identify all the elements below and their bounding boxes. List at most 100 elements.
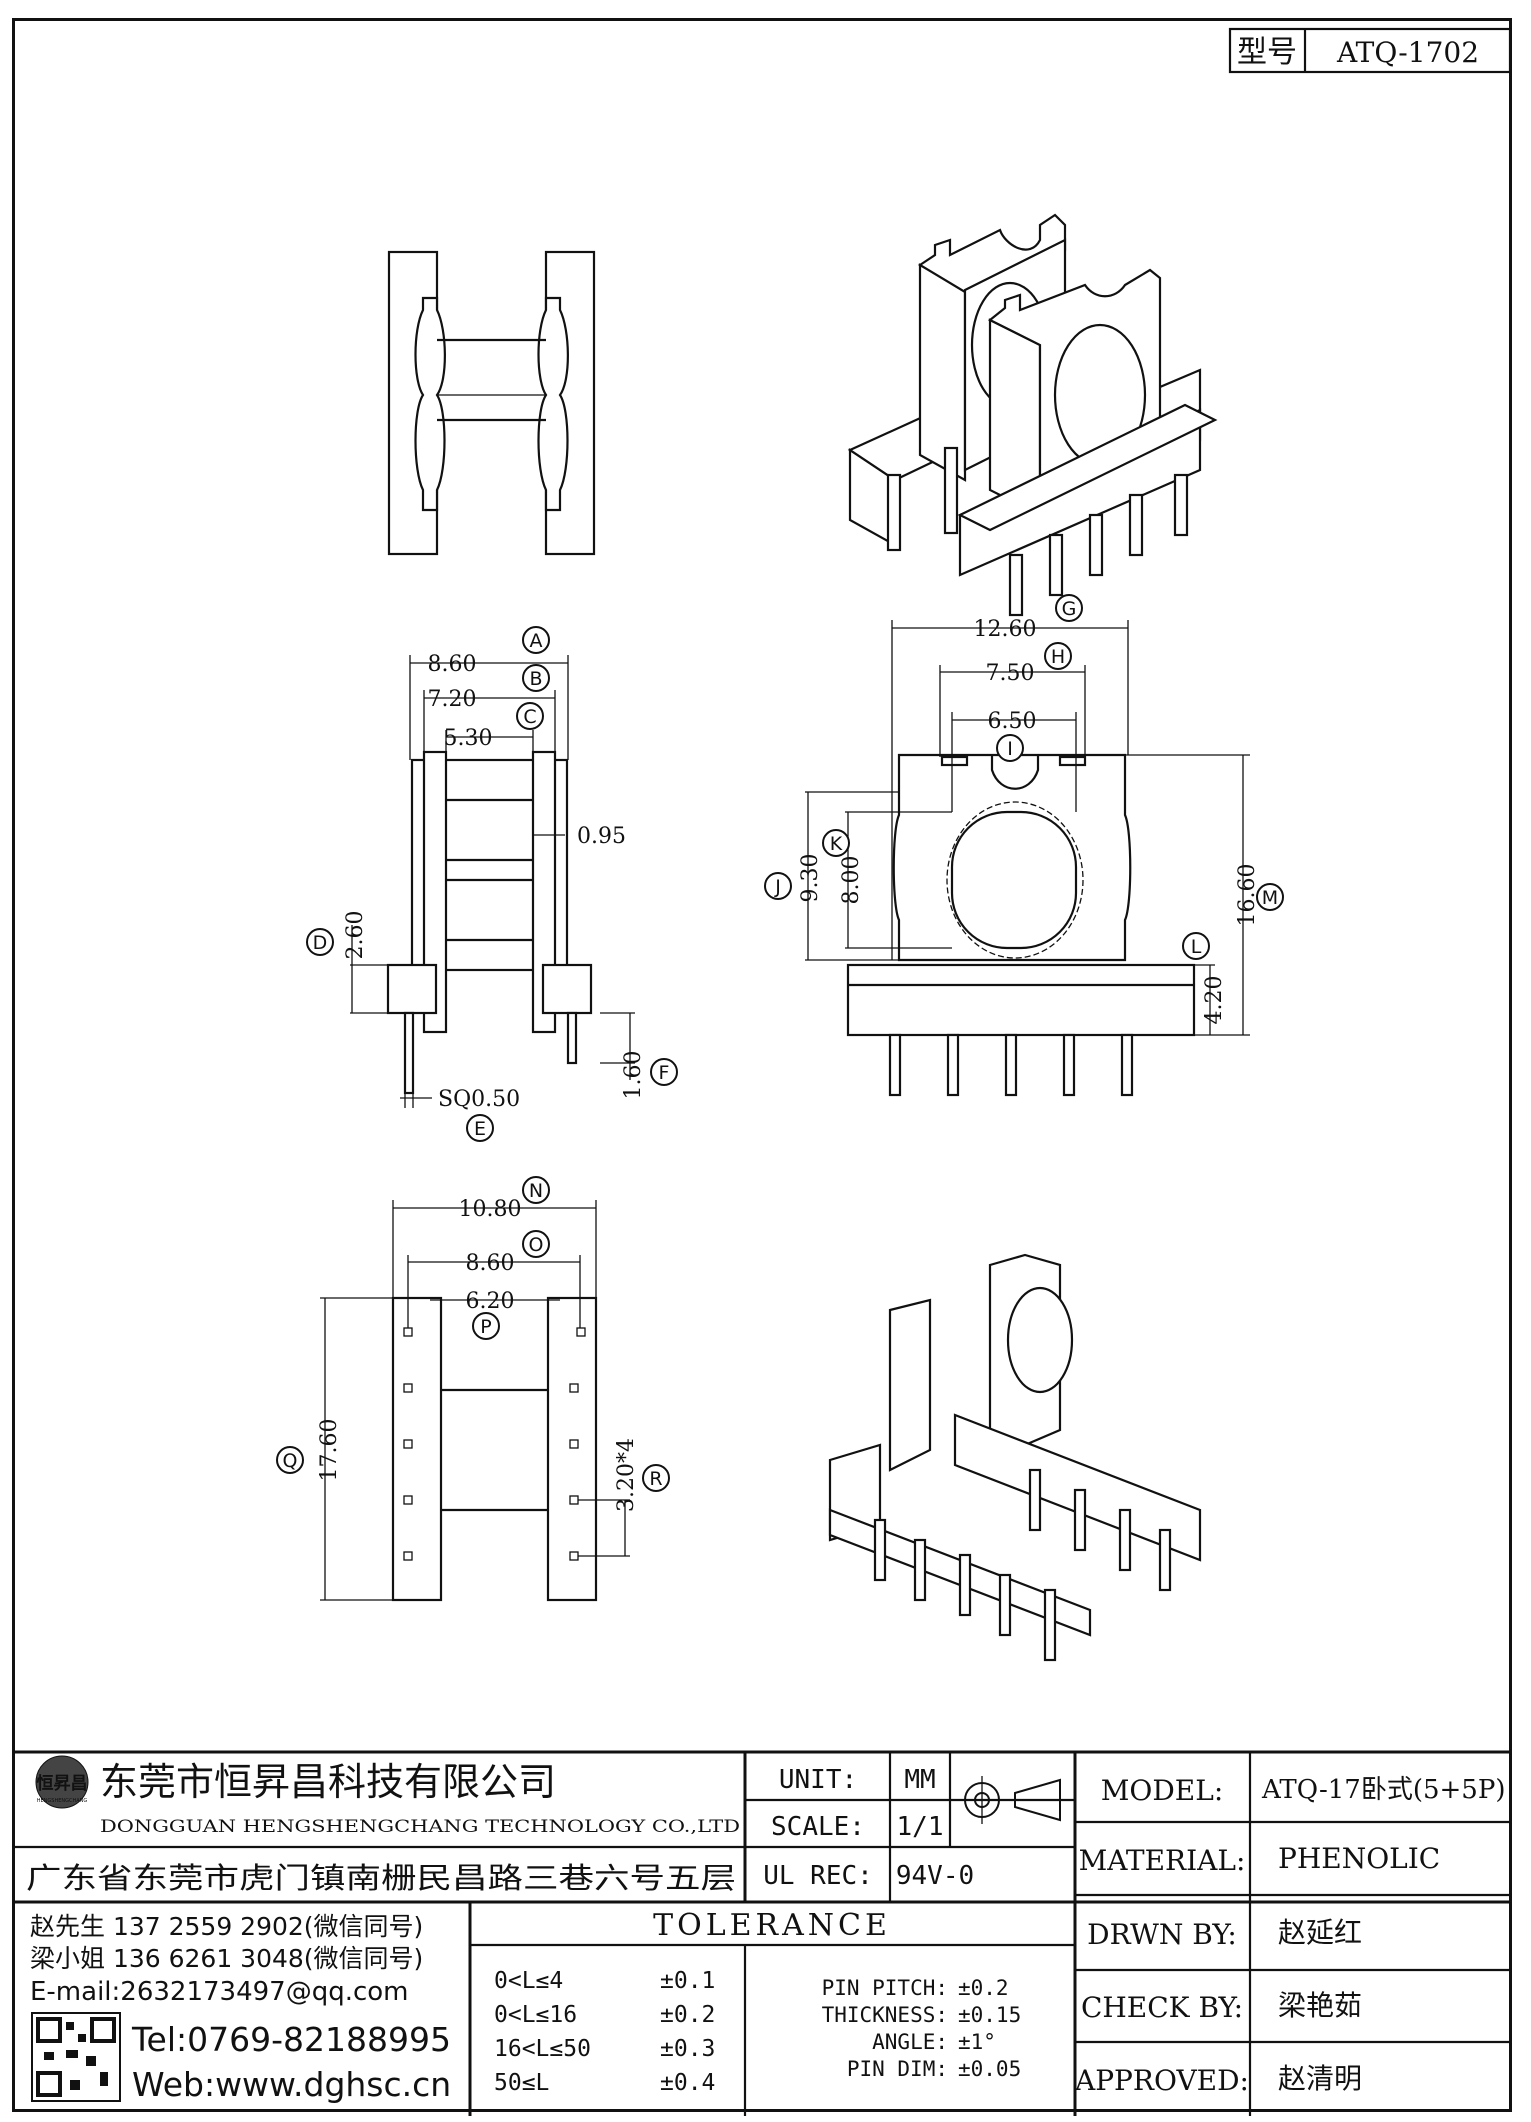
dim-value-k: 8.00 bbox=[839, 856, 864, 905]
dimension-lines bbox=[320, 620, 1250, 1601]
svg-text:G: G bbox=[1062, 598, 1077, 620]
thickness-value: ±0.15 bbox=[958, 2003, 1021, 2027]
pin-dim-value: ±0.05 bbox=[958, 2057, 1021, 2081]
svg-text:C: C bbox=[523, 706, 536, 728]
tol-value-2: ±0.2 bbox=[660, 2002, 715, 2028]
dim-value-r: 3.20*4 bbox=[614, 1438, 639, 1512]
angle-label: ANGLE: bbox=[872, 2030, 948, 2054]
contact-web: Web:www.dghsc.cn bbox=[132, 2065, 451, 2104]
dim-letter-p: P bbox=[472, 1312, 500, 1340]
dim-letter-l: L bbox=[1182, 932, 1210, 960]
dim-letter-n: N bbox=[522, 1176, 550, 1204]
front-view bbox=[386, 750, 593, 1095]
dim-value-d: 2.60 bbox=[343, 911, 368, 960]
scale-value: 1/1 bbox=[897, 1812, 944, 1842]
tol-range-4: 50≤L bbox=[494, 2070, 549, 2096]
contact-2: 梁小姐 136 6261 3048(微信同号) bbox=[30, 1944, 423, 1973]
dim-letter-b: B bbox=[522, 664, 550, 692]
dim-value-m: 16.60 bbox=[1235, 864, 1260, 927]
tol-range-2: 0<L≤16 bbox=[494, 2002, 577, 2028]
dim-value-f: 1.60 bbox=[621, 1051, 646, 1100]
svg-text:J: J bbox=[774, 876, 781, 898]
drawn-label: DRWN BY: bbox=[1087, 1918, 1237, 1951]
svg-text:HENGSHENGCHANG: HENGSHENGCHANG bbox=[37, 1798, 88, 1804]
dim-value-a: 8.60 bbox=[428, 652, 477, 677]
drawing-no-label: 型号 bbox=[1237, 35, 1297, 70]
contact-tel: Tel:0769-82188995 bbox=[131, 2020, 451, 2059]
contact-email: E-mail:2632173497@qq.com bbox=[30, 1977, 409, 2007]
svg-text:N: N bbox=[529, 1180, 543, 1202]
svg-text:E: E bbox=[474, 1118, 486, 1140]
tolerance-title: TOLERANCE bbox=[653, 1908, 891, 1943]
dim-letter-g: G bbox=[1055, 594, 1083, 622]
svg-text:A: A bbox=[530, 630, 543, 652]
dim-value-g: 12.60 bbox=[974, 617, 1037, 642]
svg-text:D: D bbox=[313, 932, 328, 954]
dim-value-wall: 0.95 bbox=[577, 824, 626, 849]
svg-text:F: F bbox=[659, 1062, 670, 1084]
pin-pitch-label: PIN PITCH: bbox=[822, 1976, 948, 2000]
dim-value-n: 10.80 bbox=[459, 1197, 522, 1222]
dim-value-i: 6.50 bbox=[988, 709, 1037, 734]
projection-symbol-icon bbox=[958, 1776, 1061, 1824]
ul-value: 94V-0 bbox=[896, 1861, 974, 1891]
tol-value-4: ±0.4 bbox=[660, 2070, 715, 2096]
unit-label: UNIT: bbox=[779, 1765, 857, 1795]
check-label: CHECK BY: bbox=[1081, 1991, 1243, 2024]
dim-value-o: 8.60 bbox=[466, 1251, 515, 1276]
side-view bbox=[846, 753, 1196, 1097]
isometric-view-bottom bbox=[828, 1253, 1202, 1662]
svg-text:H: H bbox=[1051, 646, 1065, 668]
svg-text:P: P bbox=[480, 1316, 491, 1338]
isometric-view-top bbox=[847, 213, 1218, 617]
ul-label: UL REC: bbox=[763, 1861, 873, 1891]
dim-value-e: SQ0.50 bbox=[438, 1087, 520, 1112]
company-name-en: DONGGUAN HENGSHENGCHANG TECHNOLOGY CO.,L… bbox=[100, 1817, 740, 1837]
approved-value: 赵清明 bbox=[1278, 2062, 1362, 2095]
tol-range-1: 0<L≤4 bbox=[494, 1968, 563, 1994]
drawing-number-box: 型号 ATQ-1702 bbox=[1228, 27, 1512, 74]
dim-value-b: 7.20 bbox=[428, 687, 477, 712]
approved-label: APPROVED: bbox=[1074, 2064, 1249, 2097]
dim-letter-m: M bbox=[1256, 883, 1284, 911]
pin-dim-label: PIN DIM: bbox=[847, 2057, 948, 2081]
dim-letter-c: C bbox=[516, 702, 544, 730]
unit-value: MM bbox=[904, 1765, 935, 1795]
company-name-cn: 东莞市恒昇昌科技有限公司 bbox=[100, 1760, 556, 1804]
svg-text:L: L bbox=[1191, 936, 1202, 958]
drawn-value: 赵延红 bbox=[1278, 1916, 1362, 1949]
dim-letter-a: A bbox=[522, 626, 550, 654]
model-value: ATQ-17卧式(5+5P) bbox=[1261, 1775, 1505, 1805]
svg-text:O: O bbox=[529, 1234, 544, 1256]
dimension-values: 8.60 7.20 5.30 0.95 2.60 SQ0.50 1.60 12.… bbox=[317, 617, 1260, 1512]
material-label: MATERIAL: bbox=[1079, 1844, 1246, 1877]
dim-value-j: 9.30 bbox=[798, 854, 823, 903]
dim-value-c: 5.30 bbox=[444, 726, 493, 751]
top-view bbox=[387, 250, 596, 556]
scale-label: SCALE: bbox=[771, 1812, 865, 1842]
dim-letter-k: K bbox=[822, 829, 850, 857]
dim-letter-o: O bbox=[522, 1230, 550, 1258]
tol-value-3: ±0.3 bbox=[660, 2036, 715, 2062]
tol-range-3: 16<L≤50 bbox=[494, 2036, 591, 2062]
dim-value-l: 4.20 bbox=[1202, 976, 1227, 1025]
dim-letter-q: Q bbox=[276, 1446, 304, 1474]
angle-value: ±1° bbox=[958, 2030, 996, 2054]
dim-value-p: 6.20 bbox=[466, 1289, 515, 1314]
model-label: MODEL: bbox=[1101, 1774, 1224, 1807]
dim-letter-r: R bbox=[642, 1464, 670, 1492]
dim-letter-i: I bbox=[996, 734, 1024, 762]
dim-letter-j: J bbox=[764, 872, 792, 900]
material-value: PHENOLIC bbox=[1278, 1842, 1440, 1875]
dim-letter-d: D bbox=[306, 928, 334, 956]
drawing-no-value: ATQ-1702 bbox=[1336, 36, 1479, 69]
svg-text:M: M bbox=[1262, 887, 1278, 909]
dim-letter-e: E bbox=[466, 1114, 494, 1142]
dim-value-q: 17.60 bbox=[317, 1419, 342, 1482]
svg-text:I: I bbox=[1007, 738, 1013, 760]
svg-text:K: K bbox=[830, 833, 843, 855]
company-address: 广东省东莞市虎门镇南栅民昌路三巷六号五层 bbox=[26, 1861, 736, 1895]
drawing-sheet bbox=[12, 18, 1512, 2112]
bottom-view bbox=[391, 1296, 598, 1602]
